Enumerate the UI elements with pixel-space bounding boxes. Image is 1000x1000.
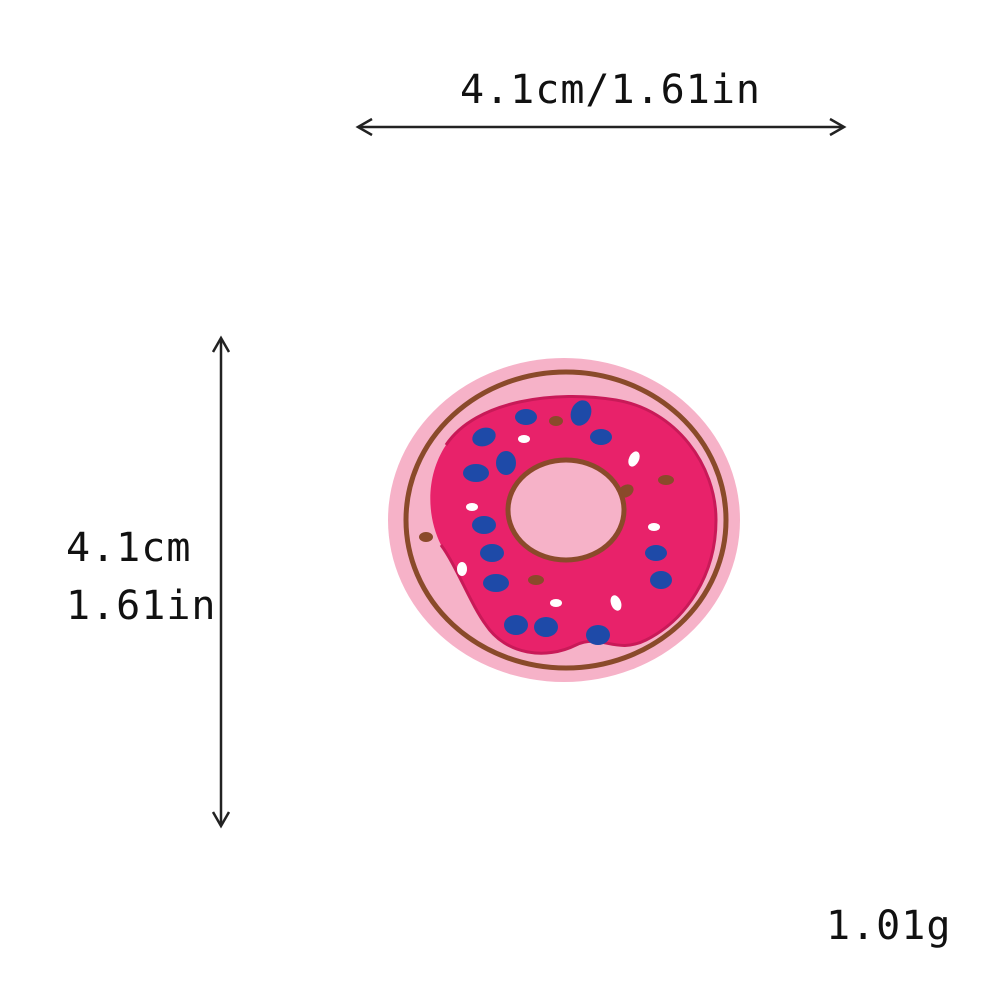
width-label: 4.1cm/1.61in bbox=[460, 67, 761, 113]
donut-outline bbox=[403, 369, 729, 671]
blue-sprinkles bbox=[463, 400, 672, 645]
frosting-edge bbox=[439, 394, 718, 655]
brown-sprinkles bbox=[419, 416, 674, 585]
width-arrow bbox=[355, 117, 847, 137]
donut-hole bbox=[505, 457, 627, 563]
height-arrow bbox=[211, 335, 231, 829]
weight-label: 1.01g bbox=[826, 903, 952, 949]
white-sprinkles bbox=[457, 435, 660, 611]
height-label-in: 1.61in bbox=[66, 583, 217, 629]
donut-patch-icon bbox=[388, 358, 740, 682]
height-label-cm: 4.1cm bbox=[66, 525, 192, 571]
